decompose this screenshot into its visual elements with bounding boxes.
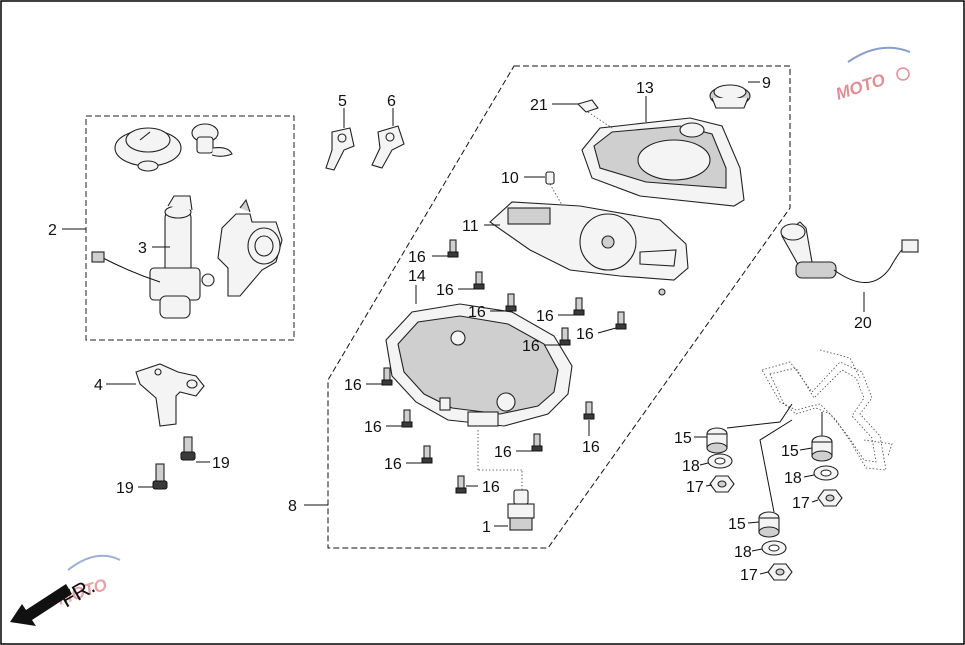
callout-16a: 16 [408,249,426,266]
meter-lower-case-part-14 [385,303,573,427]
callout-18b: 18 [784,470,802,487]
mounting-bracket-part-4 [135,363,205,427]
key-part-5 [325,127,355,171]
ignition-cap-part [114,127,182,172]
damper-set-b [811,435,843,507]
watermark-logo: MOTO [833,46,911,104]
front-direction-arrow: FR. [10,573,99,626]
callout-5: 5 [338,93,347,110]
callout-11: 11 [462,218,479,235]
callout-19b: 19 [116,480,134,497]
screw-part-16f [615,311,627,330]
screw-part-16g [381,367,393,386]
gauge-board-part-11 [489,201,689,296]
callout-15c: 15 [728,516,746,533]
meter-assembly-outline [327,65,791,549]
callout-17b: 17 [792,495,810,512]
meter-stay-bracket [761,349,893,471]
callout-15a: 15 [674,430,692,447]
callout-19a: 19 [212,455,230,472]
callout-10: 10 [501,170,519,187]
callout-18c: 18 [734,544,752,561]
screw-part-16i [583,401,595,420]
screw-part-16j [531,433,543,452]
socket-part-1 [477,430,535,531]
callout-16d: 16 [536,308,554,325]
screw-part-16c [505,293,517,312]
callout-3: 3 [138,240,147,257]
ignition-plug-part [191,123,233,157]
callout-17c: 17 [740,567,758,584]
ignition-bracket-part [217,198,283,297]
callout-2: 2 [48,222,57,239]
callout-14: 14 [408,268,426,285]
screw-part-16d [573,297,585,316]
callout-18a: 18 [682,458,700,475]
callout-6: 6 [387,93,396,110]
screw-part-16e [559,327,571,346]
callout-17a: 17 [686,479,704,496]
callout-16k: 16 [384,456,402,473]
clip-part-21 [576,99,613,129]
callout-20: 20 [854,315,872,332]
callout-16i: 16 [582,439,600,456]
callout-16l: 16 [482,479,500,496]
callouts-16: 16 16 16 16 16 16 16 16 16 16 16 16 [344,249,617,496]
svg-text:MOTO: MOTO [833,70,887,104]
screw-part-16k [421,445,433,464]
callout-13: 13 [636,80,654,97]
damper-set-a [706,427,735,493]
screw-part-16l [455,475,467,494]
callout-1: 1 [482,519,491,536]
ignition-switch-group-box [85,115,295,341]
screw-group-16 [381,239,627,494]
grommet-part-9 [709,84,751,109]
bolt-part-19a [180,436,196,461]
callouts-damper: 15 18 17 15 18 17 15 18 17 [674,430,819,584]
screw-part-10 [545,171,567,213]
callout-16f: 16 [576,326,594,343]
callout-15b: 15 [781,443,799,460]
screw-part-16h [401,409,413,428]
callout-16b: 16 [436,282,454,299]
callout-9: 9 [762,75,771,92]
callout-16j: 16 [494,444,512,461]
callout-8: 8 [288,498,297,515]
ignition-switch-part [91,195,215,319]
damper-set-c [758,511,793,581]
callout-4: 4 [94,377,103,394]
callout-16c: 16 [468,304,486,321]
callout-21: 21 [530,97,548,114]
key-part-6 [371,125,405,169]
callout-16e: 16 [522,338,540,355]
callout-16g: 16 [344,377,362,394]
screw-part-16b [473,271,485,290]
callout-16h: 16 [364,419,382,436]
screw-part-16a [447,239,459,258]
meter-upper-cover-part-13 [581,117,745,207]
bolt-part-19b [152,463,168,490]
speed-sensor-part-20 [780,221,919,283]
